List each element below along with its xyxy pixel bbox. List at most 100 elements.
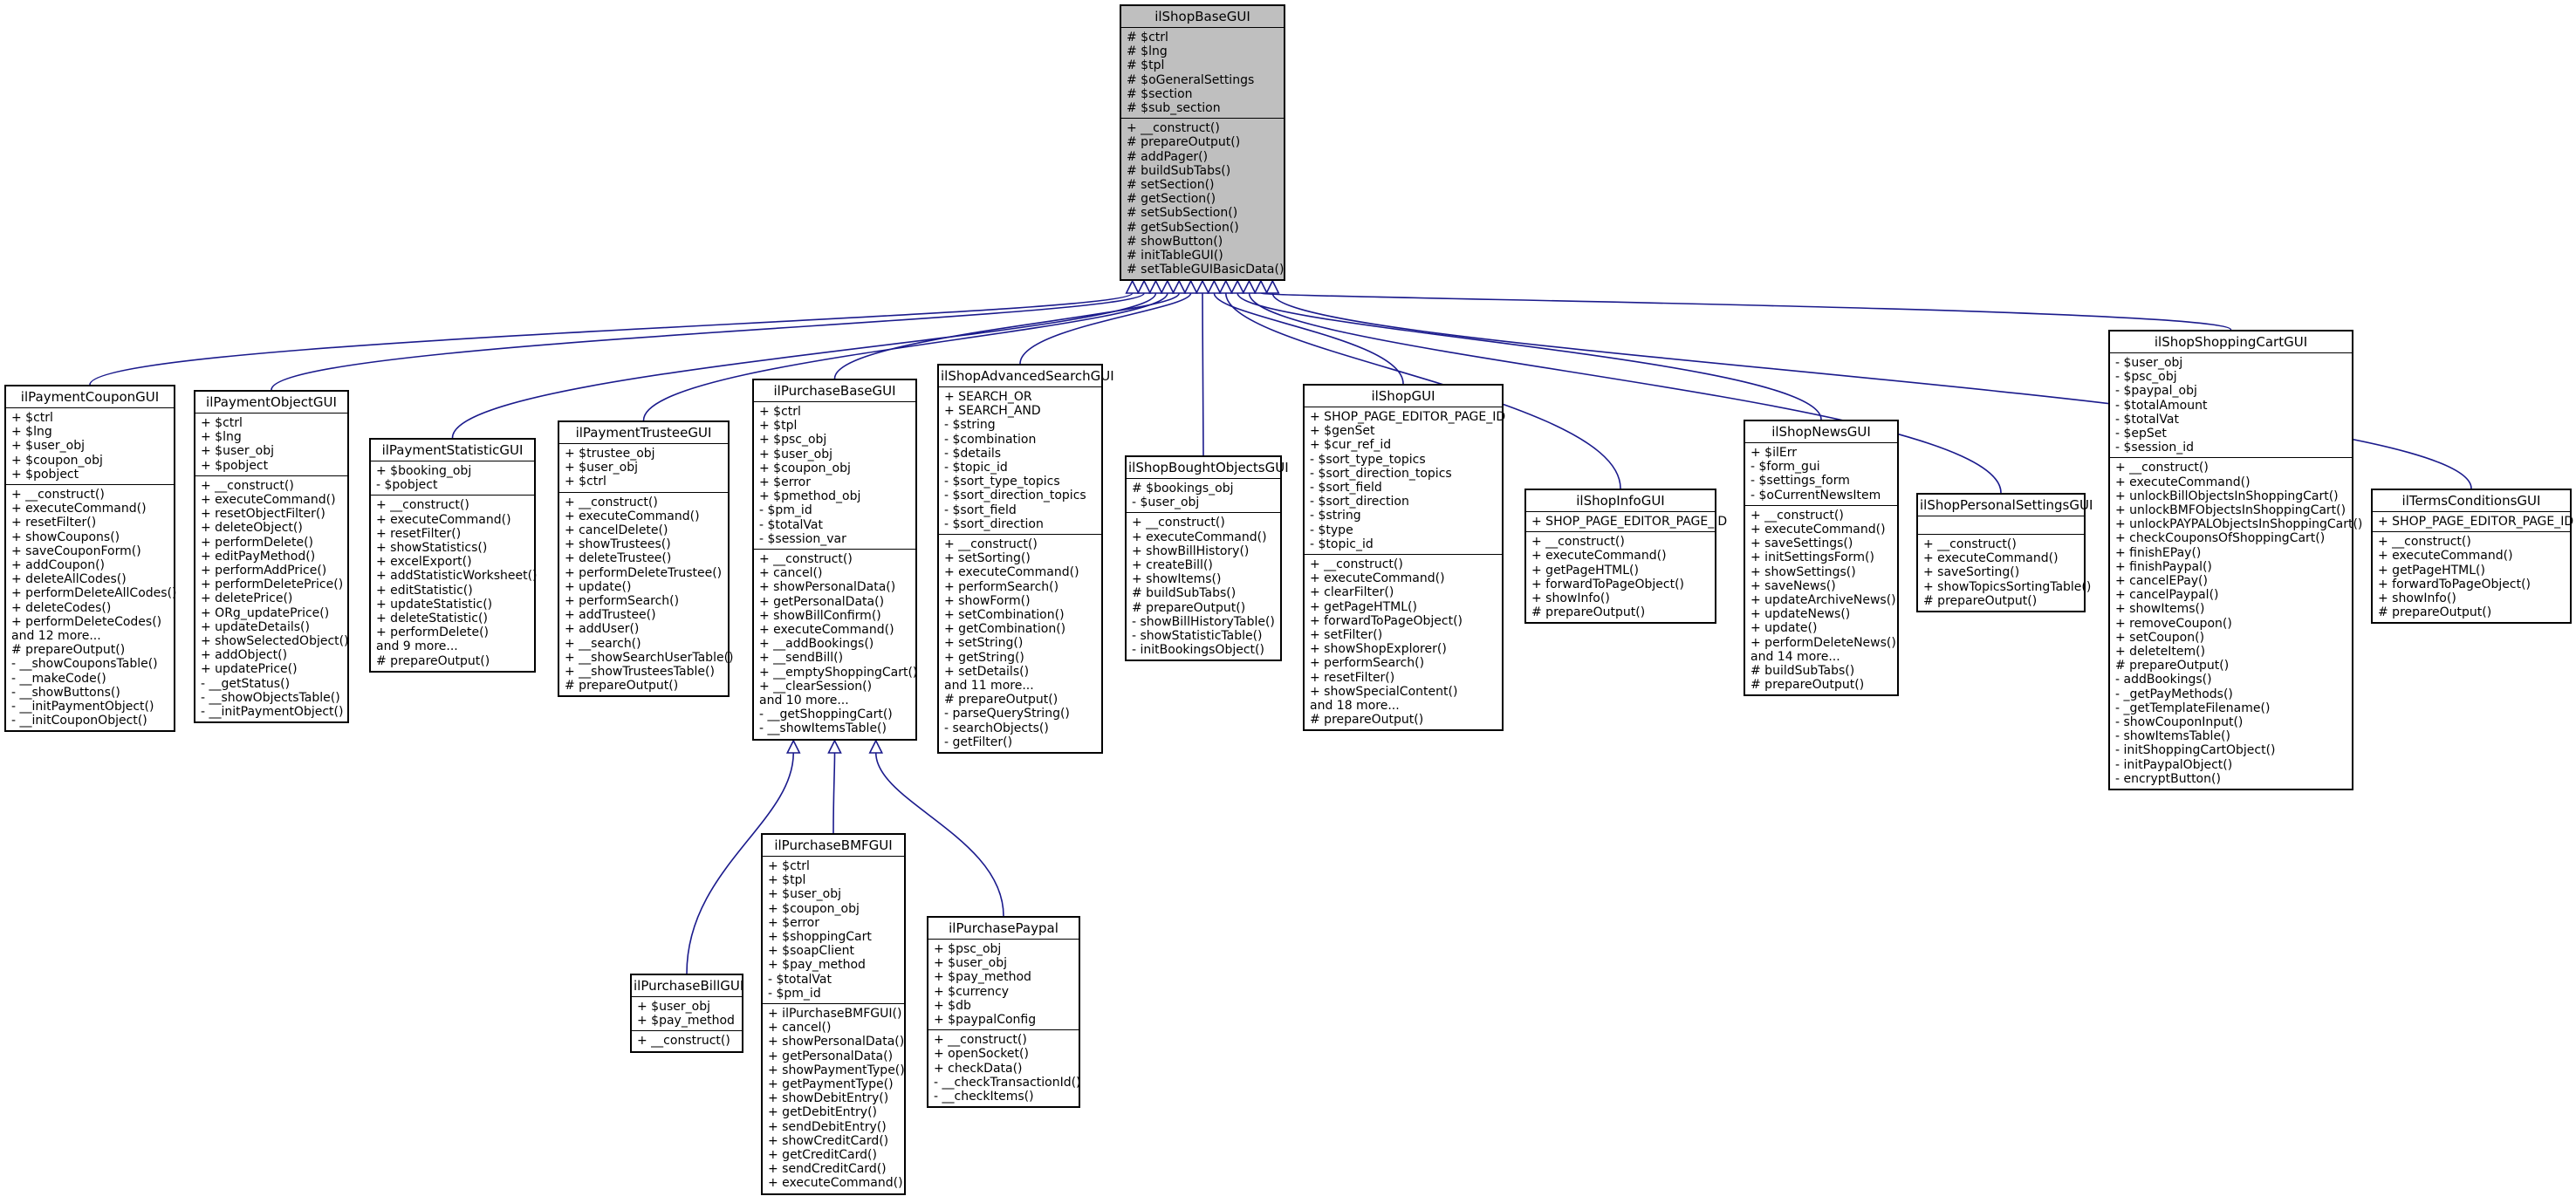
class-member: + __sendBill(): [759, 651, 844, 666]
class-member: - __checkItems(): [934, 1090, 1034, 1104]
class-member: + __construct(): [1923, 537, 2017, 551]
inheritance-arrowhead: [1125, 279, 1140, 294]
class-box-ilShopAdvancedSearchGUI[interactable]: ilShopAdvancedSearchGUI + SEARCH_OR+ SEA…: [937, 364, 1114, 755]
class-member: + executeCommand(): [565, 509, 700, 523]
class-box-ilShopShoppingCartGUI[interactable]: ilShopShoppingCartGUI - $user_obj- $psc_…: [2108, 330, 2363, 791]
class-member: + getPageHTML(): [1531, 563, 1639, 578]
class-member: - $string: [944, 418, 996, 433]
class-name: ilPurchaseBaseGUI: [754, 380, 915, 402]
class-member: + executeCommand(): [2378, 549, 2513, 564]
class-member: + deleteItem(): [2115, 645, 2206, 660]
class-member: + $ilErr: [1750, 446, 1797, 460]
inheritance-edge: [1260, 292, 2232, 331]
class-member: + forwardToPageObject(): [1310, 613, 1463, 628]
class-box-ilPurchasePaypal[interactable]: ilPurchasePaypal + $psc_obj+ $user_obj+ …: [927, 916, 1081, 1109]
inheritance-edge: [1248, 292, 2002, 494]
class-member: + __construct(): [201, 478, 294, 493]
class-member: - initPaypalObject(): [2115, 757, 2233, 772]
class-methods: + __construct()+ executeCommand()+ getPa…: [2373, 531, 2570, 622]
class-member: + __showTrusteesTable(): [565, 665, 715, 680]
class-member: # prepareOutput(): [1132, 600, 1246, 615]
class-member: + showBillHistory(): [1132, 543, 1250, 558]
class-methods: + ilPurchaseBMFGUI()+ cancel()+ showPers…: [763, 1003, 905, 1193]
class-member: # prepareOutput(): [376, 653, 490, 668]
class-box-ilShopNewsGUI[interactable]: ilShopNewsGUI + $ilErr- $form_gui- $sett…: [1744, 420, 1899, 697]
class-member: + setCoupon(): [2115, 630, 2205, 645]
class-box-ilPurchaseBaseGUI[interactable]: ilPurchaseBaseGUI + $ctrl+ $tpl+ $psc_ob…: [752, 379, 917, 741]
class-member: - $sort_direction_topics: [944, 489, 1086, 503]
class-member: # $oGeneralSettings: [1127, 72, 1255, 87]
inheritance-edge: [89, 292, 1134, 386]
class-member: + $user_obj: [934, 956, 1007, 971]
class-member: + performDelete(): [376, 625, 490, 640]
class-member: + showCreditCard(): [768, 1133, 889, 1148]
class-member: - showStatisticTable(): [1132, 629, 1263, 644]
class-box-ilPurchaseBMFGUI[interactable]: ilPurchaseBMFGUI + $ctrl+ $tpl+ $user_ob…: [761, 833, 906, 1195]
class-member: and 9 more...: [376, 639, 458, 654]
class-box-ilPaymentCouponGUI[interactable]: ilPaymentCouponGUI + $ctrl+ $lng+ $user_…: [4, 385, 177, 733]
class-member: + setSorting(): [944, 551, 1031, 566]
class-member: + resetObjectFilter(): [201, 507, 325, 522]
class-member: + showInfo(): [1531, 591, 1610, 606]
class-name: ilShopBoughtObjectsGUI: [1127, 457, 1289, 479]
class-member: + showSettings(): [1750, 564, 1856, 579]
inheritance-edge: [833, 292, 1181, 379]
class-attributes: + SHOP_PAGE_EDITOR_PAGE_ID+ $genSet+ $cu…: [1305, 407, 1505, 554]
class-member: + executeCommand(): [376, 512, 511, 527]
class-member: - $sort_field: [1310, 481, 1382, 496]
class-member: # setTableGUIBasicData(): [1127, 263, 1285, 277]
class-member: + $db: [934, 998, 971, 1013]
class-methods: + __construct()+ executeCommand()+ clear…: [1305, 554, 1502, 729]
class-box-ilPaymentObjectGUI[interactable]: ilPaymentObjectGUI + $ctrl+ $lng+ $user_…: [194, 390, 349, 724]
class-member: and 14 more...: [1750, 649, 1840, 664]
class-member: + editStatistic(): [376, 583, 473, 598]
class-member: + openSocket(): [934, 1047, 1029, 1062]
inheritance-edge: [832, 752, 836, 834]
class-member: - $string: [1310, 509, 1361, 523]
class-member: + showTopicsSortingTable(): [1923, 579, 2092, 594]
class-member: + $error: [759, 475, 811, 490]
class-box-ilPaymentStatisticGUI[interactable]: ilPaymentStatisticGUI + $booking_obj- $p…: [369, 438, 538, 673]
class-member: and 12 more...: [11, 629, 101, 644]
class-member: # addPager(): [1127, 149, 1209, 164]
class-member: - _getPayMethods(): [2115, 687, 2233, 701]
class-methods: + __construct()+ executeCommand()+ reset…: [195, 475, 349, 721]
class-member: - $topic_id: [1310, 537, 1374, 551]
class-member: # getSubSection(): [1127, 220, 1239, 235]
class-box-ilPaymentTrusteeGUI[interactable]: ilPaymentTrusteeGUI + $trustee_obj+ $use…: [558, 420, 734, 698]
class-member: + __construct(): [944, 537, 1038, 552]
class-member: + getPageHTML(): [1310, 599, 1417, 614]
class-methods: + __construct()+ setSorting()+ executeCo…: [939, 534, 1101, 752]
class-member: + $coupon_obj: [11, 453, 103, 468]
class-member: + $ctrl: [201, 416, 243, 430]
class-member: + unlockPAYPALObjectsInShoppingCart(): [2115, 517, 2363, 532]
class-box-ilPurchaseBillGUI[interactable]: ilPurchaseBillGUI + $user_obj+ $pay_meth…: [630, 974, 743, 1053]
class-member: - __showCouponsTable(): [11, 657, 158, 672]
class-box-ilShopBoughtObjectsGUI[interactable]: ilShopBoughtObjectsGUI # $bookings_obj- …: [1125, 455, 1289, 662]
class-member: + __addBookings(): [759, 637, 874, 652]
class-box-ilShopBaseGUI[interactable]: ilShopBaseGUI # $ctrl# $lng# $tpl# $oGen…: [1120, 4, 1285, 282]
class-member: - $sort_direction_topics: [1310, 466, 1452, 481]
class-member: and 11 more...: [944, 679, 1034, 694]
class-member: + cancel(): [768, 1021, 832, 1036]
class-member: - $details: [944, 446, 1002, 461]
class-member: # $ctrl: [1127, 31, 1168, 44]
class-box-ilShopPersonalSettingsGUI[interactable]: ilShopPersonalSettingsGUI + __construct(…: [1916, 493, 2093, 613]
class-member: + unlockBMFObjectsInShoppingCart(): [2115, 503, 2346, 518]
class-box-ilShopInfoGUI[interactable]: ilShopInfoGUI + SHOP_PAGE_EDITOR_PAGE_ID…: [1524, 489, 1727, 625]
class-member: + SEARCH_OR: [944, 390, 1032, 404]
class-member: + initSettingsForm(): [1750, 550, 1874, 565]
class-member: - __showItemsTable(): [759, 721, 887, 736]
class-member: # prepareOutput(): [11, 643, 126, 658]
class-member: + $shoppingCart: [768, 930, 872, 945]
class-box-ilShopGUI[interactable]: ilShopGUI + SHOP_PAGE_EDITOR_PAGE_ID+ $g…: [1303, 384, 1505, 732]
class-box-ilTermsConditionsGUI[interactable]: ilTermsConditionsGUI + SHOP_PAGE_EDITOR_…: [2371, 489, 2573, 625]
class-member: + deleteAllCodes(): [11, 572, 127, 587]
inheritance-arrowhead: [1253, 279, 1269, 294]
class-member: - $sort_direction: [944, 516, 1044, 531]
inheritance-arrowhead: [1242, 279, 1257, 294]
class-member: + __construct(): [637, 1034, 730, 1049]
class-member: + executeCommand(): [944, 565, 1079, 580]
class-member: + $tpl: [759, 419, 798, 434]
inheritance-edge: [1202, 292, 1204, 456]
